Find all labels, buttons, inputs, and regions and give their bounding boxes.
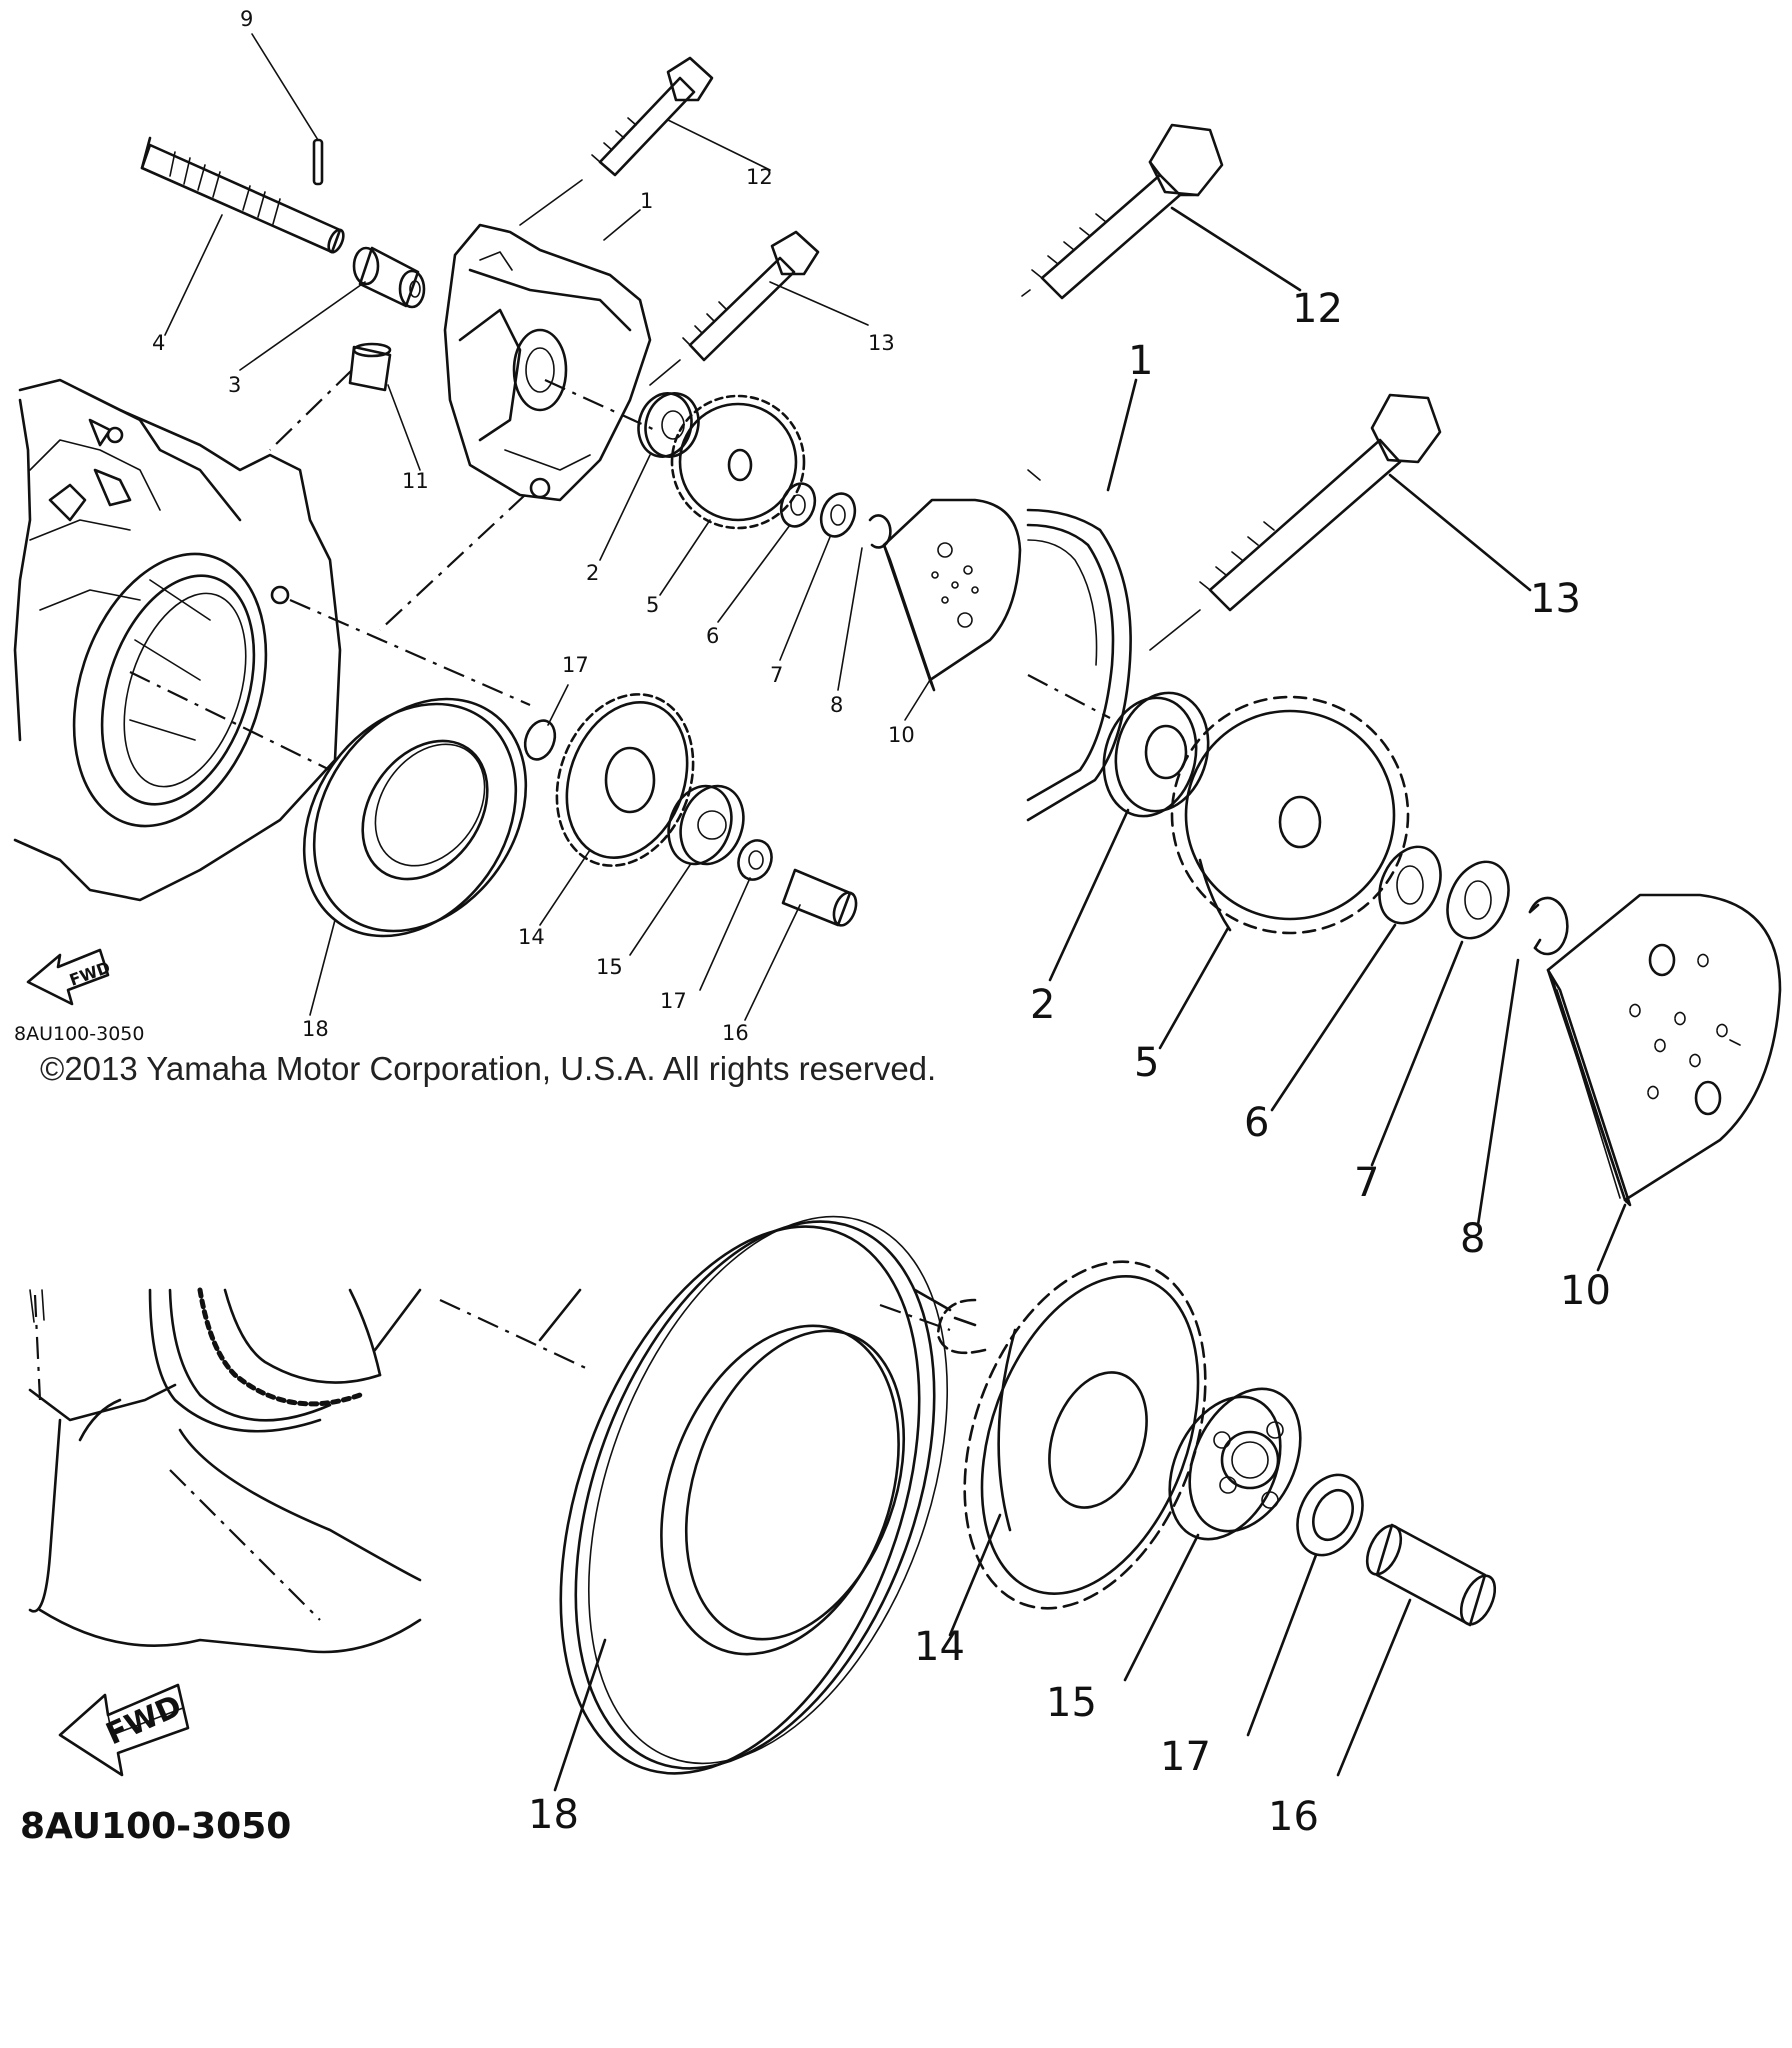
zoom-bottom-view: FWD 18 14 15 17 16 8AU100-3050 (20, 1215, 1497, 1847)
callout-11: 11 (402, 469, 429, 493)
callout-8: 8 (830, 693, 843, 717)
main-callouts: 9 4 3 11 1 12 13 2 5 6 7 8 10 17 14 15 1… (152, 7, 915, 1045)
callout-15: 15 (596, 955, 623, 979)
callout-4: 4 (152, 331, 165, 355)
callout-6: 6 (706, 624, 719, 648)
part-15-bearing (629, 784, 745, 956)
crankcase (13, 378, 531, 902)
callout-14: 14 (518, 925, 545, 949)
fwd-arrow-small: FWD (26, 948, 113, 1006)
callout-2: 2 (586, 561, 599, 585)
zoom-callout-7: 7 (1354, 1160, 1379, 1206)
zoom-part-16-pin (1336, 1523, 1497, 1777)
zoom-right-view: 12 1 13 2 5 6 7 8 10 (1021, 123, 1782, 1314)
callout-12: 12 (746, 165, 773, 189)
part-12-bolt (519, 56, 771, 226)
zoom-callout-8: 8 (1460, 1216, 1485, 1262)
part-10-plate (882, 498, 1022, 721)
zoom-part-1-cover (1026, 378, 1138, 822)
parts-6-7-8-washers (717, 482, 892, 691)
callout-18: 18 (302, 1017, 329, 1041)
zoom-callout-5: 5 (1134, 1040, 1159, 1086)
part-5-gear (659, 394, 806, 596)
callout-17-lower: 17 (660, 989, 687, 1013)
zoom-callout-16: 16 (1268, 1794, 1319, 1840)
zoom-callout-17: 17 (1160, 1734, 1211, 1780)
zoom-part-15-bearing (1123, 1387, 1302, 1682)
zoom-part-12-bolt (1021, 123, 1302, 300)
fwd-arrow-large: FWD (58, 1683, 190, 1777)
zoom-bottom-callouts: 18 14 15 17 16 (528, 1624, 1319, 1840)
zoom-part-8-clip (1476, 896, 1569, 1227)
part-17-washer-lower (699, 839, 773, 991)
zoom-callout-14: 14 (914, 1624, 965, 1670)
callout-17-upper: 17 (562, 653, 589, 677)
zoom-part-2-seal (1048, 691, 1210, 982)
part-13-bolt (649, 230, 869, 386)
callout-16: 16 (722, 1021, 749, 1045)
zoom-part-6-washer (1270, 845, 1442, 1112)
diagram-code: 8AU100-3050 (14, 1023, 144, 1045)
zoom-callout-10: 10 (1560, 1268, 1611, 1314)
callout-1: 1 (640, 189, 653, 213)
callout-5: 5 (646, 593, 659, 617)
part-14-gear (539, 693, 695, 926)
zoom-right-callouts: 12 1 13 2 5 6 7 8 10 (1030, 286, 1611, 1314)
callout-7: 7 (770, 663, 783, 687)
zoom-part-5-gear (1158, 695, 1410, 1050)
callout-10: 10 (888, 723, 915, 747)
zoom-part-17-washer (1246, 1473, 1364, 1737)
part-16-shaft (744, 868, 858, 1021)
zoom-callout-13: 13 (1530, 576, 1581, 622)
callout-9: 9 (240, 7, 253, 31)
zoom-part-7-washer (1370, 860, 1510, 1167)
zoom-callout-12: 12 (1292, 286, 1343, 332)
zoom-callout-1: 1 (1128, 338, 1153, 384)
zoom-part-13-bolt (1149, 393, 1532, 651)
zoom-callout-6: 6 (1244, 1100, 1269, 1146)
part-4-shaft (140, 136, 345, 336)
zoom-crankcase (28, 1287, 952, 1654)
zoom-callout-18: 18 (528, 1792, 579, 1838)
main-exploded-view: FWD 9 4 3 11 1 12 13 2 5 6 7 8 10 17 14 … (13, 7, 1022, 1045)
fwd-label-small: FWD (67, 958, 113, 990)
part-2-seal (599, 392, 700, 561)
zoom-part-18-seal (553, 1215, 948, 1792)
zoom-diagram-code: 8AU100-3050 (20, 1806, 291, 1847)
zoom-callout-15: 15 (1046, 1680, 1097, 1726)
part-11-dowel (269, 342, 421, 471)
zoom-callout-2: 2 (1030, 982, 1055, 1028)
part-1-cover (379, 209, 656, 631)
part-17-circlip-upper (523, 684, 569, 761)
zoom-part-14-gear (948, 1260, 1207, 1637)
callout-3: 3 (228, 373, 241, 397)
copyright-notice: ©2013 Yamaha Motor Corporation, U.S.A. A… (40, 1050, 937, 1087)
part-18-large-seal (302, 697, 528, 1016)
part-9-pin (251, 33, 324, 186)
zoom-part-10-plate (1546, 893, 1782, 1272)
zoom-part-17-circlip (936, 1298, 987, 1355)
part-3-collar (239, 246, 426, 371)
callout-13: 13 (868, 331, 895, 355)
